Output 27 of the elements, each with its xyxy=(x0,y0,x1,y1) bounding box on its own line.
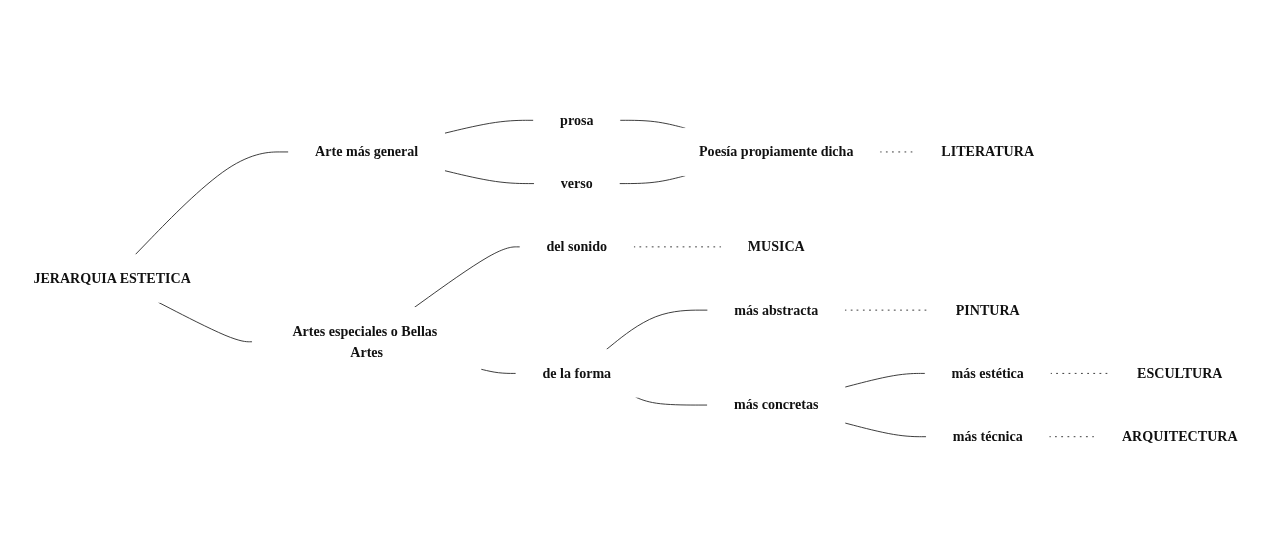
connector xyxy=(635,396,709,406)
node-text: ESCULTURA xyxy=(1137,365,1223,381)
node-text: verso xyxy=(560,175,593,191)
connector xyxy=(605,309,709,351)
node-text: Artes especiales o Bellas Artes xyxy=(292,323,438,360)
node-text: MUSICA xyxy=(747,238,805,254)
connector xyxy=(134,151,290,256)
node-text: más estética xyxy=(951,365,1024,381)
node-text: JERARQUIA ESTETICA xyxy=(33,270,191,286)
connector xyxy=(480,368,517,374)
node-text: Arte más general xyxy=(315,144,419,159)
connector xyxy=(413,246,521,308)
node-text: más técnica xyxy=(952,428,1023,444)
node-text: LITERATURA xyxy=(941,144,1035,159)
node-text: del sonido xyxy=(546,238,608,254)
node-text: más abstracta xyxy=(734,302,819,318)
connector xyxy=(844,422,927,438)
node-text: ARQUITECTURA xyxy=(1121,428,1238,444)
connector xyxy=(844,373,926,388)
node-text: PINTURA xyxy=(955,302,1020,318)
node-text: más concretas xyxy=(734,397,819,413)
connector xyxy=(619,119,686,129)
connector xyxy=(444,170,535,184)
node-text: Poesía propiamente dicha xyxy=(699,144,854,159)
node-text: de la forma xyxy=(542,365,612,381)
connector xyxy=(444,119,535,134)
node-text: prosa xyxy=(560,112,594,128)
